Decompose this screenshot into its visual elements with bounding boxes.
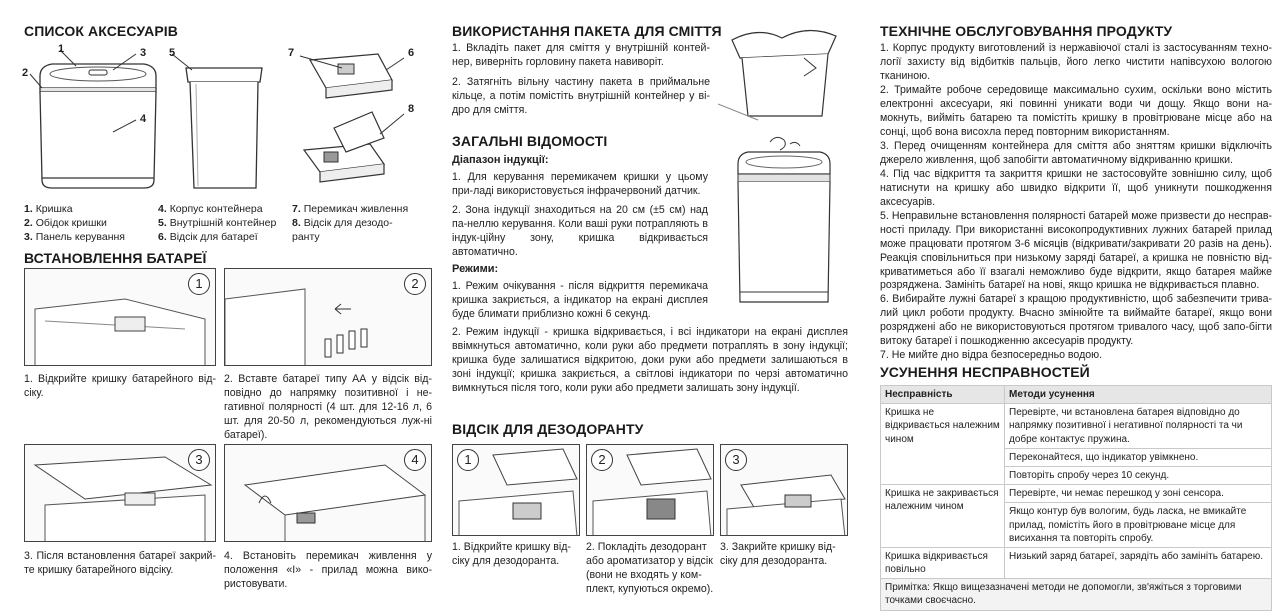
range-text-2: 2. Зона індукції знаходиться на 20 см (±… <box>452 204 708 260</box>
deodorant-step-3-text: 3. Закрийте кришку від-сіку для дезодора… <box>720 541 848 569</box>
method-cell: Перевірте, чи встановлена батарея відпов… <box>1005 404 1272 449</box>
callout-2: 2 <box>22 66 28 81</box>
maintenance-title: ТЕХНІЧНЕ ОБСЛУГОВУВАННЯ ПРОДУКТУ <box>880 22 1172 40</box>
callout-6: 6 <box>408 46 414 61</box>
column-left: СПИСОК АКСЕСУАРІВ 1 3 2 4 5 <box>18 0 422 607</box>
step-number: 4 <box>404 449 426 471</box>
bag-illustration <box>718 16 848 124</box>
sensor-illustration <box>718 134 848 312</box>
step-number: 1 <box>188 273 210 295</box>
table-row: Кришка не закривається належним чином Пе… <box>881 485 1272 503</box>
legend-item: 4. Корпус контейнера <box>158 203 293 217</box>
modes-title: Режими: <box>452 262 498 277</box>
list-item: 3. Перед очищенням контейнера для сміття… <box>880 140 1272 168</box>
battery-step-4-text: 4. Встановіть перемикач живлення у полож… <box>224 550 432 592</box>
deodorant-title: ВІДСІК ДЛЯ ДЕЗОДОРАНТУ <box>452 420 643 438</box>
battery-step-2-text: 2. Вставте батареї типу АА у відсік від-… <box>224 373 432 443</box>
legend-item: 6. Відсік для батареї <box>158 231 293 245</box>
method-cell: Повторіть спробу через 10 секунд. <box>1005 466 1272 484</box>
method-cell: Низький заряд батареї, зарядіть або замі… <box>1005 547 1272 578</box>
list-item: 2. Тримайте робоче середовище максимальн… <box>880 84 1272 140</box>
troubleshooting-title: УСУНЕННЯ НЕСПРАВНОСТЕЙ <box>880 363 1090 381</box>
step-number: 1 <box>457 449 479 471</box>
step-number: 3 <box>725 449 747 471</box>
deodorant-step-2-text: 2. Покладіть дезодорант або ароматизатор… <box>586 541 714 597</box>
column-middle: ВИКОРИСТАННЯ ПАКЕТА ДЛЯ СМІТТЯ 1. Вкладі… <box>450 0 850 607</box>
method-cell: Переконайтеся, що індикатор увімкнено. <box>1005 448 1272 466</box>
step-number: 3 <box>188 449 210 471</box>
battery-step-3-text: 3. Після встановлення батареї закрий-те … <box>24 550 216 578</box>
legend-col-2: 4. Корпус контейнера 5. Внутрішній конте… <box>158 203 293 245</box>
legend-col-3: 7. Перемикач живлення 8. Відсік для дезо… <box>292 203 420 245</box>
legend-item: 5. Внутрішній контейнер <box>158 217 293 231</box>
legend-item: 1. Кришка <box>24 203 154 217</box>
bag-step-1: 1. Вкладіть пакет для сміття у внутрішні… <box>452 42 710 70</box>
legend-item: 2. Обідок кришки <box>24 217 154 231</box>
list-item: 5. Неправильне встановлення полярності б… <box>880 210 1272 294</box>
bin-illustration <box>18 40 178 200</box>
column-header: Методи усунення <box>1005 386 1272 404</box>
column-header: Несправність <box>881 386 1005 404</box>
note-cell: Примітка: Якщо вищезазначені методи не д… <box>881 579 1272 610</box>
table-row: Кришка не відкривається належним чином П… <box>881 404 1272 449</box>
battery-step-2-image <box>224 268 432 366</box>
general-title: ЗАГАЛЬНІ ВІДОМОСТІ <box>452 132 607 150</box>
range-text-1: 1. Для керування перемикачем кришки у ць… <box>452 171 708 199</box>
accessories-title: СПИСОК АКСЕСУАРІВ <box>24 22 178 40</box>
callout-3: 3 <box>140 46 146 61</box>
maintenance-list: 1. Корпус продукту виготовлений із нержа… <box>880 42 1272 363</box>
mode-1-text: 1. Режим очікування - після відкриття пе… <box>452 280 708 322</box>
callout-4: 4 <box>140 112 146 127</box>
battery-step-4-image <box>224 444 432 542</box>
range-title: Діапазон індукції: <box>452 153 549 168</box>
bag-step-2: 2. Затягніть вільну частину пакета в при… <box>452 76 710 118</box>
legend-item: 7. Перемикач живлення <box>292 203 420 217</box>
callout-5: 5 <box>169 46 175 61</box>
column-right: ТЕХНІЧНЕ ОБСЛУГОВУВАННЯ ПРОДУКТУ 1. Корп… <box>878 0 1272 607</box>
table-row: Кришка відкривається повільно Низький за… <box>881 547 1272 578</box>
callout-7: 7 <box>288 46 294 61</box>
inner-container-illustration <box>168 40 278 200</box>
step-number: 2 <box>404 273 426 295</box>
problem-cell: Кришка не відкривається належним чином <box>881 404 1005 485</box>
callout-1: 1 <box>58 42 64 57</box>
table-header: Несправність Методи усунення <box>881 386 1272 404</box>
legend-item: 3. Панель керування <box>24 231 154 245</box>
lid-compartments-illustration <box>280 40 420 200</box>
bag-title: ВИКОРИСТАННЯ ПАКЕТА ДЛЯ СМІТТЯ <box>452 22 722 40</box>
deodorant-step-1-text: 1. Відкрийте кришку від-сіку для дезодор… <box>452 541 580 569</box>
list-item: 7. Не мийте дно відра безпосередньо водо… <box>880 349 1272 363</box>
battery-step-1-text: 1. Відкрийте кришку батарейного від-сіку… <box>24 373 216 401</box>
legend-col-1: 1. Кришка 2. Обідок кришки 3. Панель кер… <box>24 203 154 245</box>
problem-cell: Кришка відкривається повільно <box>881 547 1005 578</box>
method-cell: Перевірте, чи немає перешкод у зоні сенс… <box>1005 485 1272 503</box>
battery-title: ВСТАНОВЛЕННЯ БАТАРЕЇ <box>24 249 206 267</box>
problem-cell: Кришка не закривається належним чином <box>881 485 1005 548</box>
list-item: 6. Вибирайте лужні батареї з кращою прод… <box>880 293 1272 349</box>
list-item: 4. Під час відкриття та закриття кришки … <box>880 168 1272 210</box>
step-number: 2 <box>591 449 613 471</box>
list-item: 1. Корпус продукту виготовлений із нержа… <box>880 42 1272 84</box>
callout-8: 8 <box>408 102 414 117</box>
mode-2-text: 2. Режим індукції - кришка відкривається… <box>452 326 848 396</box>
method-cell: Якщо контур був вологим, будь ласка, не … <box>1005 503 1272 548</box>
troubleshooting-table: Несправність Методи усунення Кришка не в… <box>880 385 1272 611</box>
table-row: Примітка: Якщо вищезазначені методи не д… <box>881 579 1272 610</box>
legend-item: 8. Відсік для дезодо-ранту <box>292 217 420 245</box>
